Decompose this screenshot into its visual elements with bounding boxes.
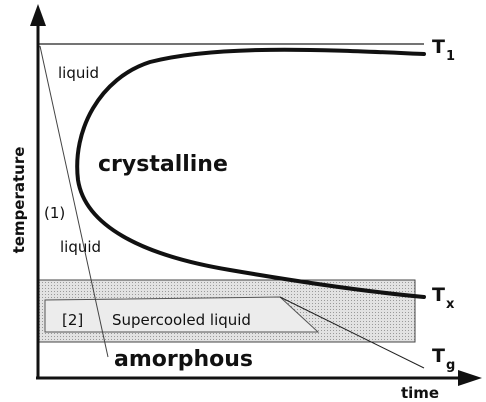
liquid-label-lower: liquid — [60, 238, 101, 256]
t1-label: T 1 — [432, 36, 455, 64]
path-2-marker: [2] — [62, 311, 83, 329]
crystallization-curve — [75, 47, 426, 299]
amorphous-label: amorphous — [114, 347, 253, 372]
svg-text:g: g — [446, 358, 455, 373]
tx-label: T x — [432, 284, 455, 312]
y-axis-label: temperature — [10, 147, 28, 254]
path-2-outline — [44, 296, 320, 333]
svg-text:x: x — [446, 297, 455, 312]
svg-text:T: T — [432, 345, 445, 367]
x-axis-arrow — [458, 370, 482, 386]
tg-label: T g — [432, 345, 455, 373]
x-axis-label: time — [401, 384, 439, 402]
supercooled-label: Supercooled liquid — [112, 311, 251, 329]
y-axis-arrow — [30, 4, 46, 26]
liquid-label-upper: liquid — [58, 64, 99, 82]
crystalline-label: crystalline — [98, 152, 228, 177]
path-1-line — [39, 45, 109, 358]
path-1-marker: (1) — [44, 204, 65, 222]
svg-text:T: T — [432, 284, 445, 306]
svg-text:T: T — [432, 36, 445, 58]
svg-text:1: 1 — [446, 49, 455, 64]
tg-line — [279, 296, 425, 369]
